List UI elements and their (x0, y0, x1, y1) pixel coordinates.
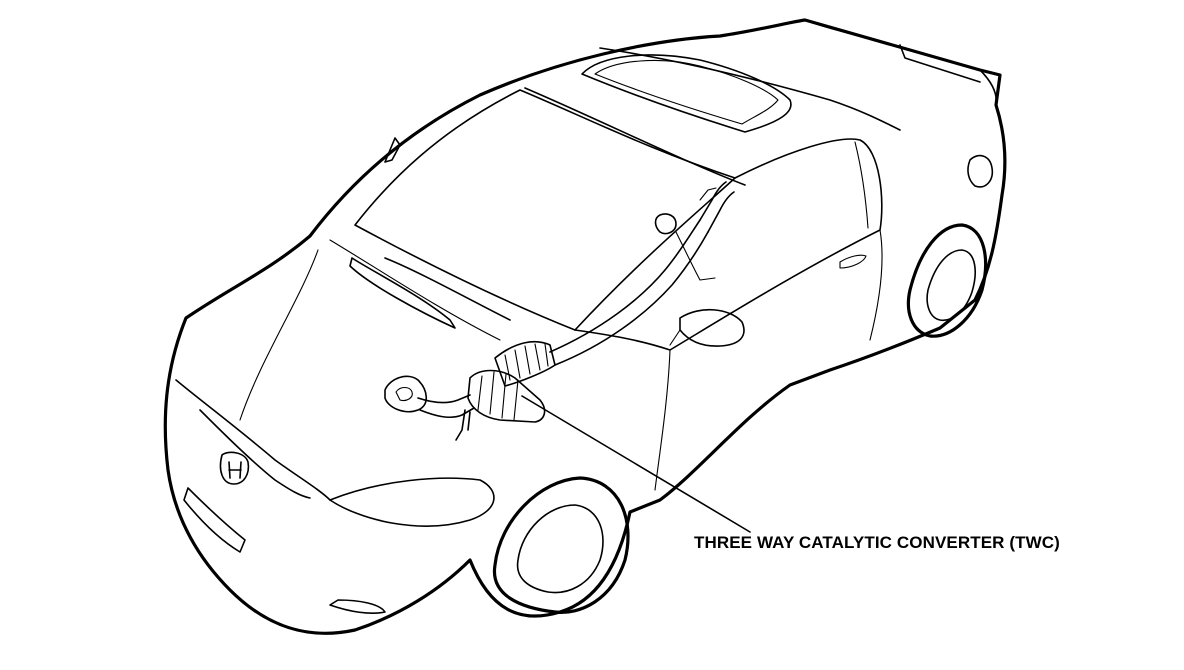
catalytic-converter (467, 369, 546, 423)
headlight (329, 477, 495, 527)
wiper (384, 257, 511, 321)
roof-rear-line (599, 47, 901, 131)
side-mirror (679, 308, 745, 347)
rear-wheel (906, 223, 988, 338)
front-fascia (175, 379, 331, 501)
sunroof (581, 54, 792, 133)
tail-light (967, 154, 994, 188)
door-line (654, 229, 883, 491)
side-window (574, 138, 883, 351)
lower-grille (183, 487, 246, 553)
car-outline (163, 18, 1007, 635)
exhaust-flange (384, 375, 428, 413)
b-pillar (854, 141, 869, 229)
brand-badge (219, 451, 250, 485)
callout-leader-line (521, 395, 751, 533)
sunroof-inner (594, 59, 779, 125)
rear-spoiler (804, 19, 998, 106)
exhaust-system (384, 181, 735, 441)
twc-callout-label: THREE WAY CATALYTIC CONVERTER (TWC) (694, 533, 1060, 552)
door-handle (839, 254, 867, 269)
roof-line (524, 87, 746, 186)
mirror-arm (669, 329, 681, 346)
antenna (384, 137, 401, 163)
cowl-vent (349, 257, 456, 329)
hood-crease (239, 239, 501, 421)
grille (199, 409, 311, 499)
foglight (329, 599, 386, 614)
front-wheel (492, 476, 630, 614)
